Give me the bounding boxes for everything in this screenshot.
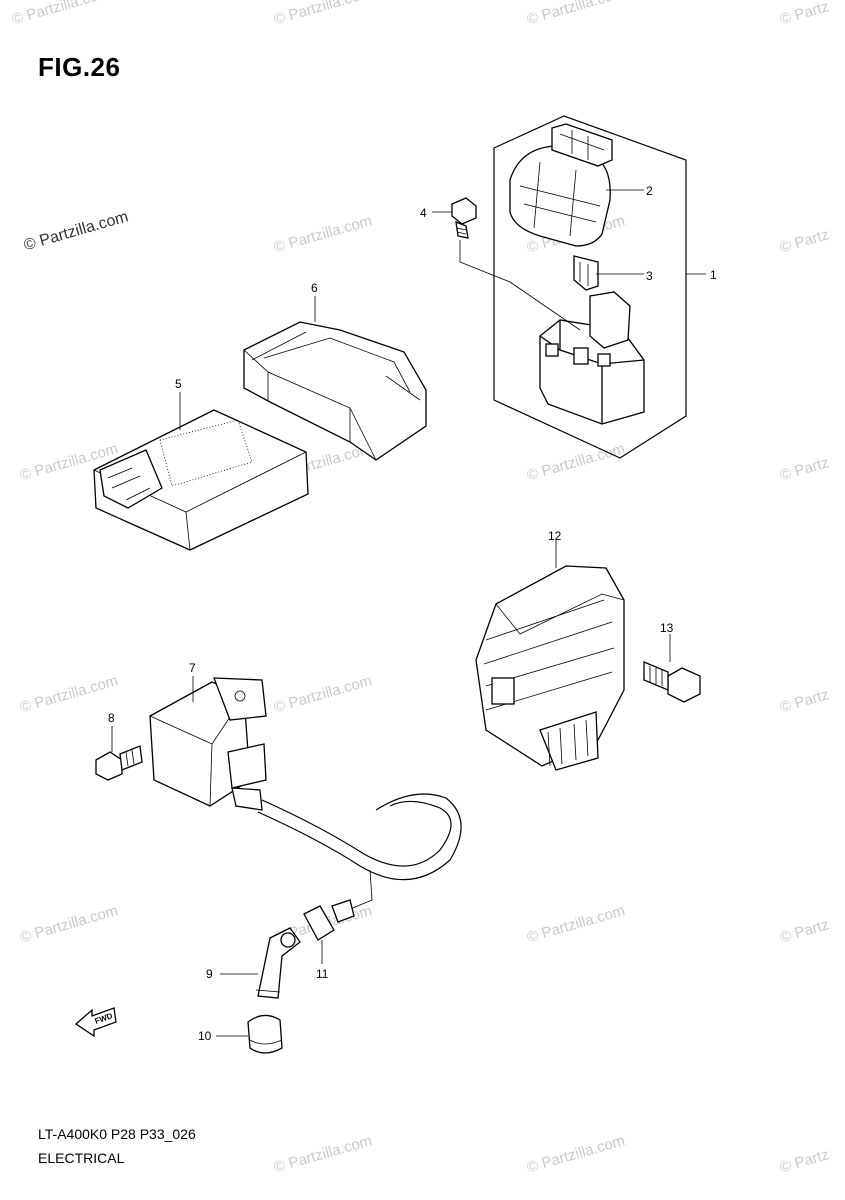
plug-lead[interactable] [261, 799, 452, 867]
section-title: ELECTRICAL [38, 1150, 125, 1166]
cap-part[interactable] [247, 1014, 283, 1054]
regulator-rectifier-part[interactable] [475, 565, 625, 771]
ignition-coil-part[interactable] [149, 677, 267, 811]
plug-cap-part[interactable] [255, 927, 301, 999]
callout-3: 3 [646, 269, 653, 283]
bolt-part[interactable] [95, 745, 143, 781]
relay-cover-part[interactable] [509, 123, 613, 247]
callout-5: 5 [175, 377, 182, 391]
callout-12: 12 [548, 529, 562, 543]
plug-lead[interactable] [257, 793, 462, 881]
callout-9: 9 [206, 967, 213, 981]
leader-line [509, 281, 581, 331]
starter-relay-part[interactable] [539, 291, 645, 425]
fwd-arrow-icon: FWD [74, 1007, 117, 1038]
callout-6: 6 [311, 281, 318, 295]
callout-13: 13 [660, 621, 674, 635]
callout-11: 11 [316, 967, 329, 981]
ecm-case-part[interactable] [243, 321, 427, 461]
screw-part[interactable] [451, 197, 477, 239]
callout-2: 2 [646, 184, 653, 198]
fuse-part[interactable] [573, 255, 599, 291]
callout-10: 10 [198, 1029, 212, 1043]
plug-connector-part[interactable] [303, 899, 355, 941]
ecm-part[interactable] [93, 409, 309, 551]
bolt-part[interactable] [643, 661, 701, 703]
model-code: LT-A400K0 P28 P33_026 [38, 1126, 196, 1142]
assembly-frame [493, 115, 687, 459]
figure-title: FIG.26 [38, 52, 121, 82]
callout-8: 8 [108, 711, 115, 725]
leader-line [347, 869, 373, 911]
callout-7: 7 [189, 661, 196, 675]
leader-line [459, 240, 511, 283]
callout-1: 1 [710, 268, 717, 282]
callout-4: 4 [420, 206, 427, 220]
